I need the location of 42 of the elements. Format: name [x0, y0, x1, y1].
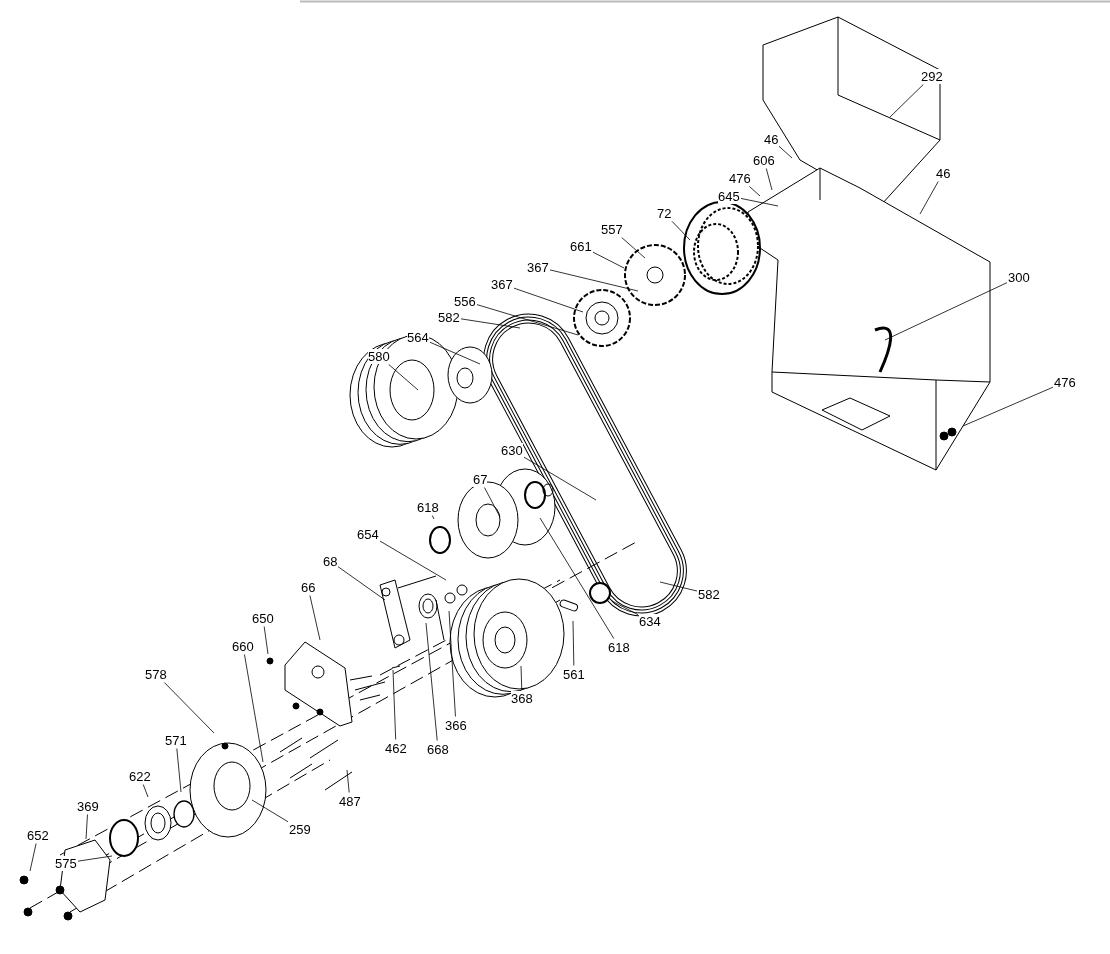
leader-line	[163, 682, 215, 734]
leader-line	[749, 186, 761, 197]
leader-line	[142, 784, 149, 798]
leader-line	[513, 287, 584, 313]
leader-line	[592, 251, 625, 269]
leader-line	[392, 669, 397, 740]
leader-line	[85, 814, 88, 840]
leader-line	[919, 181, 939, 215]
leader-line	[484, 487, 501, 518]
leader-line	[889, 84, 924, 118]
callout-number: 634	[639, 613, 661, 629]
leader-line	[765, 168, 773, 191]
leader-line	[549, 269, 639, 292]
leader-line	[520, 665, 523, 690]
callout-number: 575	[55, 855, 77, 871]
leader-line	[309, 595, 321, 641]
leader-line	[29, 843, 37, 872]
leader-line	[431, 515, 435, 520]
leader-line	[460, 318, 521, 329]
leader-line	[523, 456, 597, 501]
leader-line	[263, 626, 269, 655]
leader-line	[176, 748, 182, 793]
leader-line	[379, 540, 447, 581]
leader-line	[429, 341, 481, 365]
leader-line	[884, 282, 1008, 341]
leader-line	[962, 386, 1054, 427]
leader-line	[740, 198, 779, 207]
callout-number: 630	[501, 442, 523, 458]
leader-line	[77, 855, 113, 862]
leader-line	[425, 622, 438, 741]
leader-line	[539, 517, 615, 639]
leader-line	[251, 799, 289, 823]
leader-line	[621, 237, 646, 259]
leader-line	[346, 769, 350, 793]
leader-line	[572, 620, 575, 666]
leader-line	[476, 304, 579, 336]
leader-line	[244, 654, 264, 763]
leader-line	[778, 145, 793, 159]
leader-line	[337, 566, 386, 601]
leader-line	[448, 610, 456, 717]
leader-line	[671, 220, 691, 241]
callout-number: 368	[511, 690, 533, 706]
